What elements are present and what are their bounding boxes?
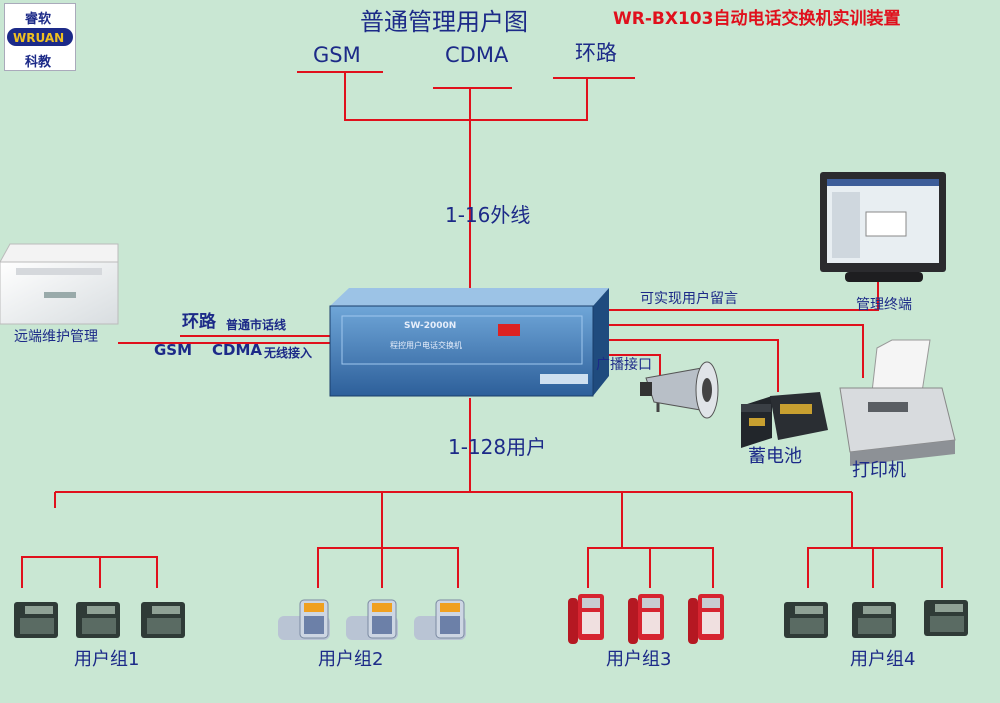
user-lines bbox=[21, 398, 943, 588]
management-terminal-label: 管理终端 bbox=[856, 297, 912, 313]
message-function-label: 可实现用户留言 bbox=[640, 291, 738, 307]
product-title: WR-BX103自动电话交换机实训装置 bbox=[613, 9, 901, 29]
logo-banner bbox=[7, 28, 73, 46]
network-loop-label: 环路 bbox=[575, 41, 617, 65]
loop-line-label: 环路 bbox=[182, 312, 216, 332]
printer-label: 打印机 bbox=[852, 460, 906, 481]
pbx-model-label: SW-2000N bbox=[404, 321, 457, 331]
user-group-2-label: 用户组2 bbox=[318, 649, 384, 670]
cdma-access-label: CDMA bbox=[212, 341, 262, 359]
user-group-4-label: 用户组4 bbox=[850, 649, 916, 670]
user-group-3-label: 用户组3 bbox=[606, 649, 672, 670]
right-lines bbox=[593, 272, 879, 392]
horn-speaker bbox=[640, 361, 719, 419]
remote-device bbox=[0, 243, 119, 325]
monitor bbox=[820, 172, 946, 282]
phones bbox=[14, 594, 968, 644]
logo-top-text: 睿软 bbox=[25, 12, 52, 27]
diagram-title: 普通管理用户图 bbox=[360, 8, 528, 36]
logo-bottom-text: 科教 bbox=[25, 55, 52, 70]
network-cdma-label: CDMA bbox=[445, 43, 509, 67]
gsm-access-label: GSM bbox=[154, 341, 193, 359]
user-group-1-label: 用户组1 bbox=[74, 649, 140, 670]
loop-line-sub-label: 普通市话线 bbox=[226, 318, 287, 332]
network-lines bbox=[297, 71, 635, 310]
user-line-label: 1-128用户 bbox=[448, 435, 547, 459]
pbx-name-label: 程控用户电话交换机 bbox=[390, 341, 462, 350]
broadcast-interface-label: 广播接口 bbox=[596, 357, 652, 373]
printer bbox=[839, 339, 956, 466]
pbx-unit bbox=[329, 288, 609, 397]
logo-mid-text: WRUAN bbox=[13, 31, 65, 45]
battery-label: 蓄电池 bbox=[748, 446, 802, 467]
battery-pack bbox=[741, 392, 828, 448]
network-gsm-label: GSM bbox=[313, 43, 361, 67]
wireless-access-label: 无线接入 bbox=[264, 346, 313, 360]
company-logo: 睿软 WRUAN 科教 bbox=[4, 3, 76, 71]
trunk-line-label: 1-16外线 bbox=[445, 203, 531, 227]
left-lines bbox=[118, 335, 330, 344]
remote-maintenance-label: 远端维护管理 bbox=[14, 329, 98, 345]
